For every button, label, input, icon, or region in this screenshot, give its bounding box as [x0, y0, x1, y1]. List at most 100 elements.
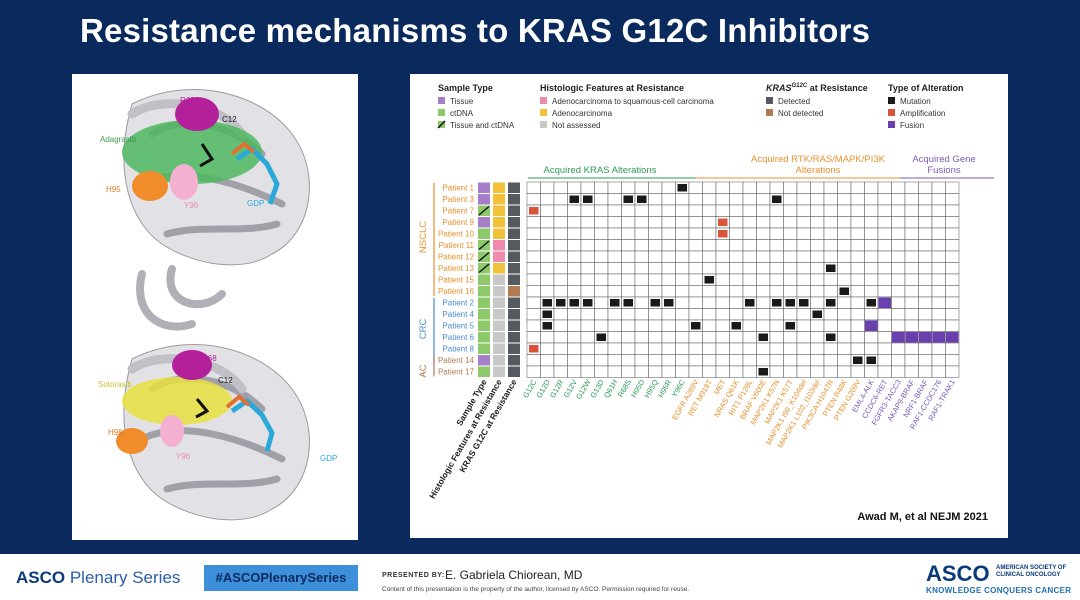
- grid-cell: [945, 342, 960, 355]
- grid-cell: [918, 181, 933, 194]
- presenter-name: E. Gabriela Chiorean, MD: [445, 568, 583, 582]
- grid-cell: [688, 193, 703, 206]
- grid-cell: [688, 296, 703, 309]
- grid-cell: [661, 204, 676, 217]
- grid-cell: [702, 193, 717, 206]
- grid-cell: [783, 262, 798, 275]
- grid-cell: [810, 227, 825, 240]
- alteration-mark: [866, 356, 876, 364]
- grid-cell: [904, 227, 919, 240]
- grid-cell: [810, 239, 825, 252]
- grid-cell: [675, 354, 690, 367]
- patient-label: Patient 17: [438, 368, 475, 377]
- grid-cell: [783, 365, 798, 378]
- grid-cell: [526, 239, 541, 252]
- grid-cell: [702, 216, 717, 229]
- grid-cell: [877, 216, 892, 229]
- grid-cell: [526, 216, 541, 229]
- grid-cell: [553, 262, 568, 275]
- grid-cell: [688, 308, 703, 321]
- histology-cell: [493, 355, 505, 366]
- grid-cell: [675, 204, 690, 217]
- alteration-mark: [839, 287, 849, 295]
- grid-cell: [648, 308, 663, 321]
- legend-not-assessed-swatch: [540, 121, 547, 128]
- grid-cell: [661, 285, 676, 298]
- grid-cell: [742, 262, 757, 275]
- grid-cell: [553, 331, 568, 344]
- kras-status-cell: [508, 297, 520, 308]
- grid-cell: [904, 342, 919, 355]
- sample-type-cell: [478, 355, 490, 366]
- grid-cell: [607, 365, 622, 378]
- grid-cell: [594, 296, 609, 309]
- legend-fusion-label: Fusion: [900, 121, 924, 130]
- grid-cell: [675, 342, 690, 355]
- grid-cell: [702, 308, 717, 321]
- grid-cell: [607, 273, 622, 286]
- grid-cell: [702, 342, 717, 355]
- patient-label: Patient 14: [438, 356, 475, 365]
- grid-cell: [837, 354, 852, 367]
- grid-cell: [837, 296, 852, 309]
- grid-cell: [918, 227, 933, 240]
- grid-cell: [648, 354, 663, 367]
- grid-cell: [567, 342, 582, 355]
- grid-cell: [675, 250, 690, 263]
- legend-tissue-label: Tissue: [450, 97, 474, 106]
- grid-cell: [918, 296, 933, 309]
- grid-cell: [756, 319, 771, 332]
- grid-cell: [715, 319, 730, 332]
- grid-cell: [634, 273, 649, 286]
- grid-cell: [877, 250, 892, 263]
- alteration-mark: [583, 299, 593, 307]
- histology-cell: [493, 205, 505, 216]
- grid-cell: [756, 204, 771, 217]
- grid-cell: [634, 308, 649, 321]
- grid-cell: [688, 216, 703, 229]
- grid-cell: [904, 296, 919, 309]
- grid-cell: [594, 273, 609, 286]
- grid-cell: [688, 285, 703, 298]
- grid-cell: [688, 262, 703, 275]
- grid-cell: [864, 216, 879, 229]
- grid-cell: [567, 308, 582, 321]
- alteration-mark: [853, 356, 863, 364]
- grid-cell: [864, 204, 879, 217]
- grid-cell: [837, 262, 852, 275]
- grid-cell: [648, 227, 663, 240]
- copyright-notice: Content of this presentation is the prop…: [382, 586, 690, 593]
- grid-cell: [607, 354, 622, 367]
- grid-cell: [769, 227, 784, 240]
- grid-cell: [769, 273, 784, 286]
- grid-cell: [783, 354, 798, 367]
- legend-detected-swatch: [766, 97, 773, 104]
- grid-cell: [931, 239, 946, 252]
- grid-cell: [634, 365, 649, 378]
- grid-cell: [729, 181, 744, 194]
- grid-cell: [526, 331, 541, 344]
- grid-cell: [567, 262, 582, 275]
- histology-cell: [493, 194, 505, 205]
- alteration-mark: [758, 333, 768, 341]
- grid-cell: [567, 204, 582, 217]
- grid-cell: [567, 216, 582, 229]
- grid-cell: [580, 342, 595, 355]
- grid-cell: [742, 239, 757, 252]
- legend-fusion-swatch: [888, 121, 895, 128]
- protein-structures-panel: R68 Adagrasib C12 H95 Y96 GDP R68 Sotora…: [72, 74, 358, 540]
- grid-cell: [850, 204, 865, 217]
- grid-cell: [675, 285, 690, 298]
- grid-cell: [931, 216, 946, 229]
- grid-cell: [634, 285, 649, 298]
- kras-status-cell: [508, 228, 520, 239]
- grid-cell: [891, 181, 906, 194]
- grid-cell: [783, 342, 798, 355]
- grid-cell: [931, 181, 946, 194]
- grid-cell: [877, 365, 892, 378]
- grid-cell: [621, 273, 636, 286]
- grid-cell: [702, 204, 717, 217]
- grid-cell: [567, 365, 582, 378]
- grid-cell: [783, 227, 798, 240]
- grid-cell: [715, 365, 730, 378]
